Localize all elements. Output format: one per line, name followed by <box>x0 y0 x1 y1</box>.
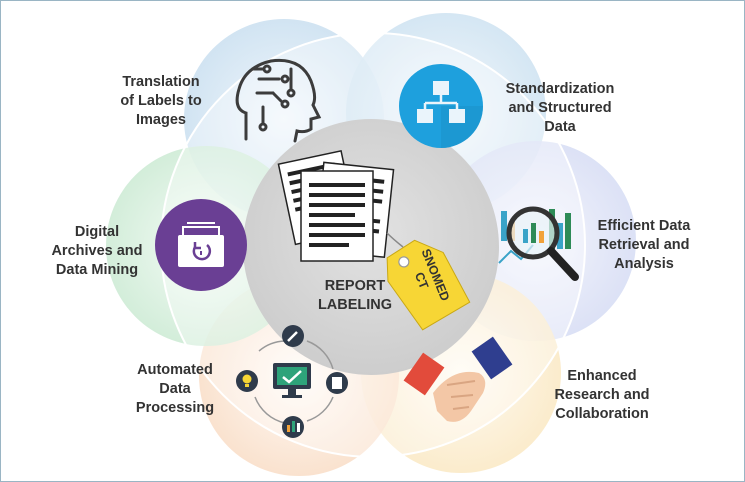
label-retrieval: Efficient Data Retrieval and Analysis <box>597 218 691 272</box>
label-standardization: Standardization and Structured Data <box>505 81 615 135</box>
documents-icon <box>277 149 395 262</box>
label-archives: Digital Archives and Data Mining <box>51 224 143 278</box>
label-automated: Automated Data Processing <box>135 362 215 416</box>
hierarchy-icon <box>399 64 483 148</box>
label-research: Enhanced Research and Collaboration <box>554 368 650 422</box>
magnifier-chart-icon <box>498 206 579 281</box>
label-translation: Translation of Labels to Images <box>120 74 202 128</box>
monitor-cycle-icon <box>236 325 348 438</box>
brain-circuit-icon <box>235 58 322 143</box>
handshake-icon <box>403 336 513 422</box>
archive-box-icon <box>155 199 247 291</box>
center-label: REPORT LABELING <box>317 278 393 313</box>
snomed-tag-icon <box>386 232 471 331</box>
